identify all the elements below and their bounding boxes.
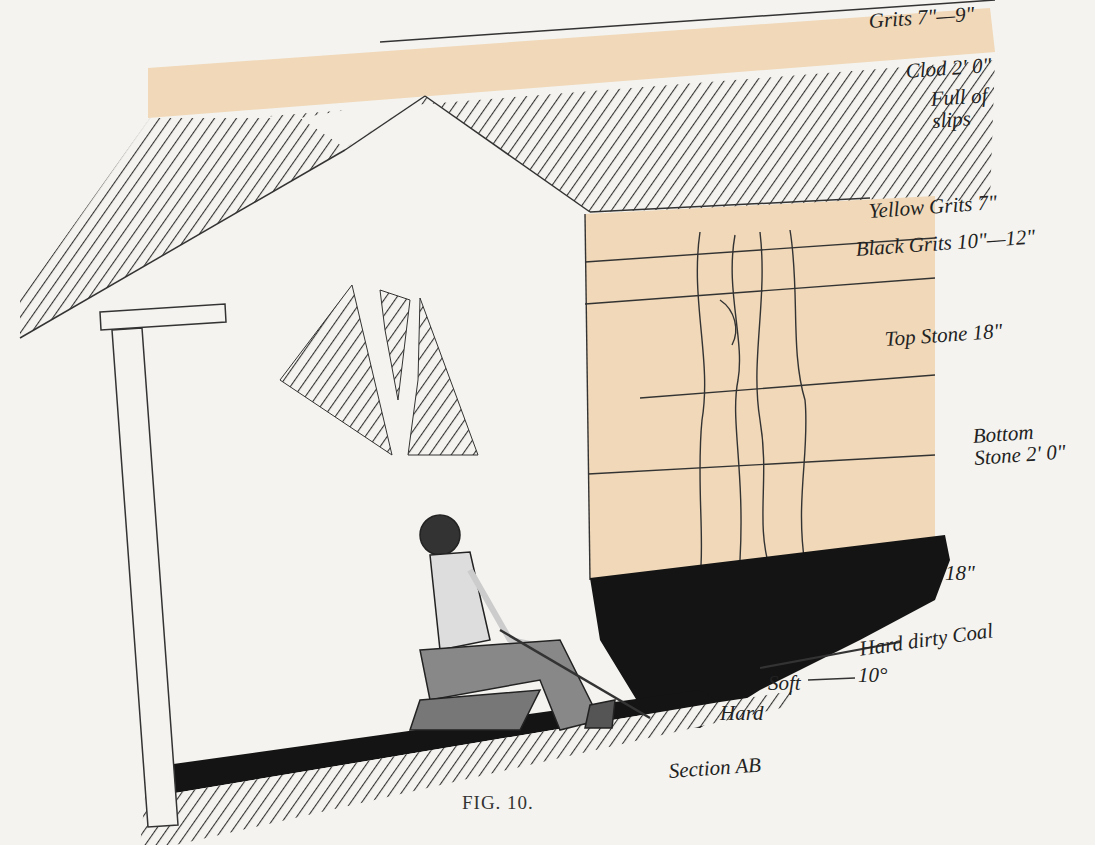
stratum-label: Bottom Stone 2' 0" (972, 418, 1080, 469)
fallen-stone (408, 298, 478, 455)
miner-figure (410, 515, 650, 730)
stratum-label: Full of slips (930, 83, 1003, 132)
stratum-label: Hard (720, 702, 790, 724)
stratum-label: Soft (768, 672, 828, 694)
leader-line (808, 678, 855, 680)
stratum-label: Grits 7"—9" (868, 0, 1029, 32)
stratum-label: Section AB (668, 750, 819, 782)
stratum-label: 18" (945, 562, 1005, 584)
figure-caption: FIG. 10. (462, 792, 534, 814)
clod-hatch (270, 60, 995, 212)
stratum-label: 10° (858, 664, 918, 686)
clod-hatch (20, 118, 345, 338)
fallen-stone (280, 285, 392, 455)
timber-prop (100, 304, 226, 827)
cavity (300, 96, 425, 148)
stratum-lines (585, 214, 935, 580)
